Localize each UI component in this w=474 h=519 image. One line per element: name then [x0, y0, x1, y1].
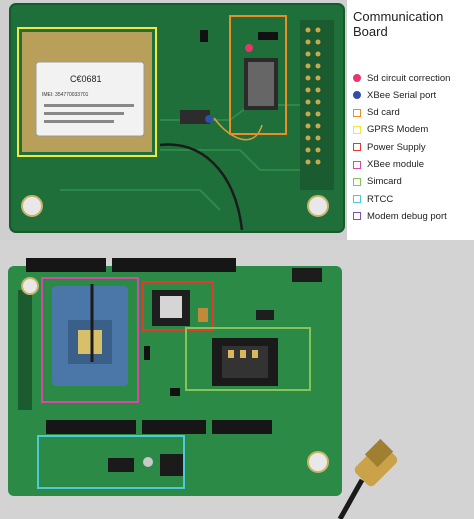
gprs-modem-box	[17, 27, 157, 157]
legend-square-icon	[353, 177, 361, 186]
legend-item: Modem debug port	[353, 209, 474, 223]
sd-circuit-correction-dot	[245, 44, 253, 52]
legend-panel: Communication Board Sd circuit correctio…	[347, 0, 474, 240]
simcard-box	[185, 327, 311, 391]
rtcc-box	[37, 435, 185, 489]
legend-square-icon	[353, 160, 361, 169]
power-supply-box	[142, 281, 214, 331]
mounting-hole	[307, 195, 329, 217]
modem-ce-mark: C€0681	[70, 74, 102, 84]
legend-title: Communication Board	[353, 9, 444, 39]
bottom-board	[8, 258, 342, 496]
legend-square-icon	[353, 108, 361, 117]
mounting-hole	[21, 195, 43, 217]
legend-item: Power Supply	[353, 140, 474, 154]
mounting-hole	[21, 277, 39, 295]
legend-item-label: Modem debug port	[367, 210, 447, 222]
legend-item: XBee Serial port	[353, 88, 474, 102]
legend-item: Sd circuit correction	[353, 71, 474, 85]
top-right-pins	[305, 27, 321, 165]
sd-card-box	[229, 15, 287, 135]
legend-item-label: Sd circuit correction	[367, 72, 451, 84]
legend-square-icon	[353, 125, 361, 134]
legend-item-label: RTCC	[367, 193, 394, 205]
legend-dot-icon	[353, 74, 361, 82]
legend-item-label: GPRS Modem	[367, 124, 429, 136]
legend-dot-icon	[353, 91, 361, 100]
legend-item: RTCC	[353, 192, 474, 206]
modem-label-sticker	[35, 61, 145, 137]
legend-item: Simcard	[353, 175, 474, 189]
legend-item-label: XBee module	[367, 159, 425, 170]
rtcc-chip	[108, 458, 134, 472]
legend-item: Sd card	[353, 106, 474, 120]
xbee-serial-port-dot	[205, 115, 213, 123]
legend-square-icon	[353, 143, 361, 152]
legend-square-icon	[353, 195, 361, 204]
top-board: C€0681 IMEI: 354770033701	[9, 3, 345, 233]
modem-imei-text: IMEI: 354770033701	[42, 92, 89, 98]
legend-item-label: Sd card	[367, 107, 400, 119]
mounting-hole	[307, 451, 329, 473]
xbee-module-box	[41, 277, 139, 403]
antenna-wire	[159, 143, 244, 231]
legend-item-label: XBee Serial port	[367, 89, 437, 101]
sma-antenna-connector	[337, 438, 398, 519]
legend-item-label: Simcard	[367, 176, 402, 188]
legend-item: XBee module	[353, 158, 474, 172]
legend-item: GPRS Modem	[353, 123, 474, 137]
legend-square-icon	[353, 212, 361, 221]
legend-item-label: Power Supply	[367, 141, 426, 153]
